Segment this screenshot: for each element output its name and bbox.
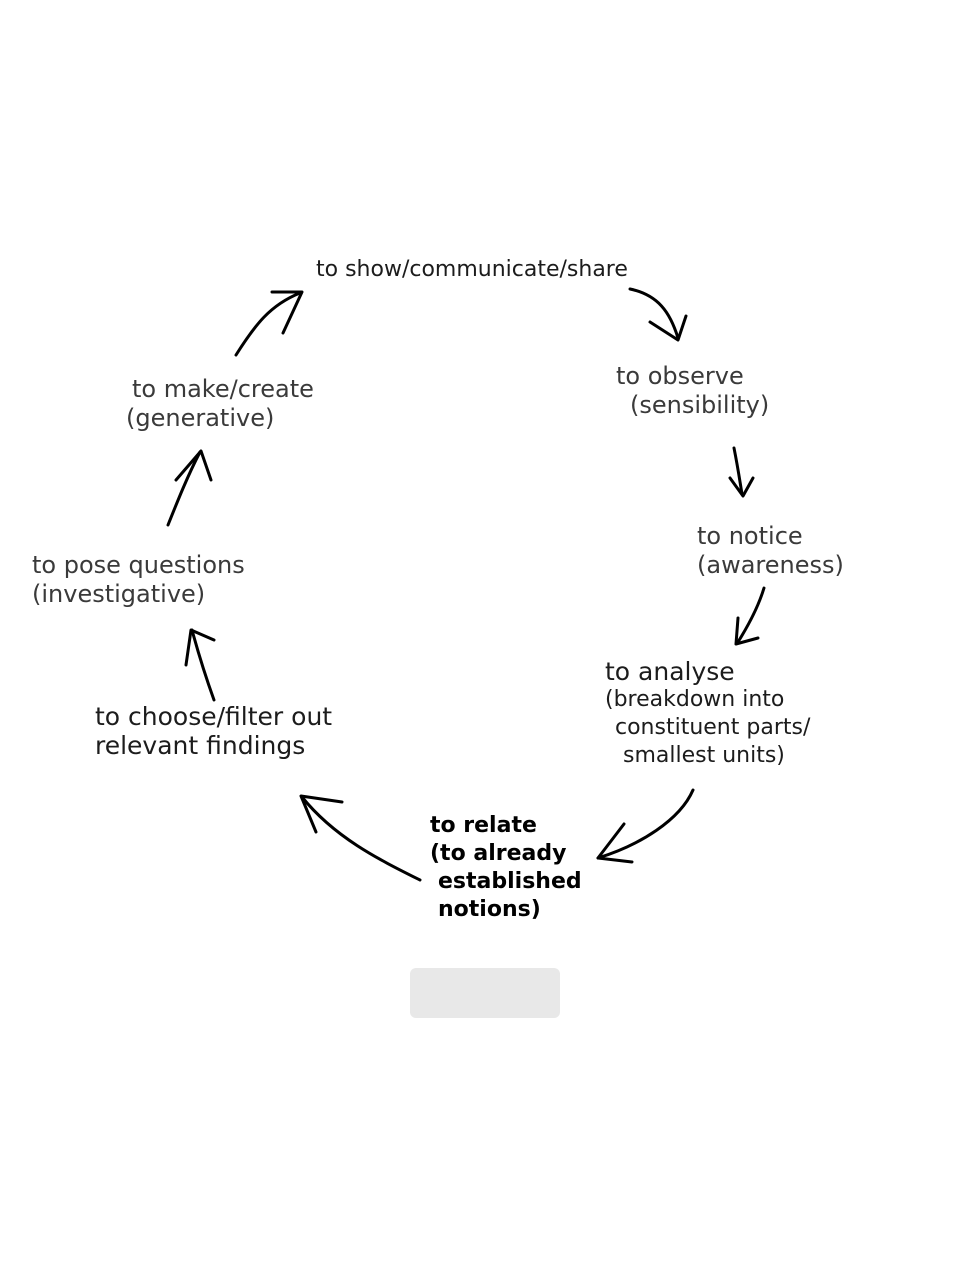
node-make-line-2: (generative) [126, 404, 275, 432]
node-notice-line-1: to notice [697, 522, 803, 550]
node-relate-line-3: established [438, 869, 582, 894]
node-question-line-2: (investigative) [32, 580, 206, 608]
node-analyse-line-2: (breakdown into [605, 687, 785, 712]
arrow-question-to-make [166, 449, 213, 527]
arrow-show-to-observe [628, 287, 688, 342]
node-observe-line-1: to observe [616, 362, 744, 390]
node-analyse: to analyse (breakdown into constituent p… [605, 658, 810, 770]
arrow-make-to-show [234, 290, 304, 357]
node-relate: to relate (to already established notion… [430, 812, 582, 924]
node-notice: to notice (awareness) [697, 522, 844, 580]
node-show: to show/communicate/share [316, 256, 628, 283]
node-observe-line-2: (sensibility) [630, 391, 770, 419]
node-choose: to choose/filter out relevant findings [95, 702, 332, 760]
arrow-observe-to-notice [728, 446, 755, 498]
arrow-relate-to-choose [299, 794, 422, 882]
node-make: to make/create (generative) [126, 375, 314, 433]
node-notice-line-2: (awareness) [697, 551, 844, 579]
arrow-choose-to-question [184, 628, 216, 702]
node-observe: to observe (sensibility) [616, 362, 769, 420]
node-relate-line-4: notions) [438, 897, 541, 922]
node-question: to pose questions (investigative) [32, 551, 245, 609]
node-question-line-1: to pose questions [32, 551, 245, 579]
node-analyse-line-3: constituent parts/ [615, 715, 811, 740]
scan-smudge [410, 968, 560, 1018]
node-relate-line-2: (to already [430, 841, 567, 866]
node-analyse-line-4: smallest units) [623, 743, 785, 768]
node-choose-line-1: to choose/filter out [95, 702, 333, 731]
arrow-analyse-to-relate [596, 788, 695, 864]
node-analyse-line-1: to analyse [605, 657, 735, 686]
node-choose-line-2: relevant findings [95, 731, 306, 760]
node-make-line-1: to make/create [132, 375, 314, 403]
node-show-line-1: to show/communicate/share [316, 257, 628, 282]
arrow-notice-to-analyse [734, 586, 766, 646]
node-relate-line-1: to relate [430, 813, 537, 838]
